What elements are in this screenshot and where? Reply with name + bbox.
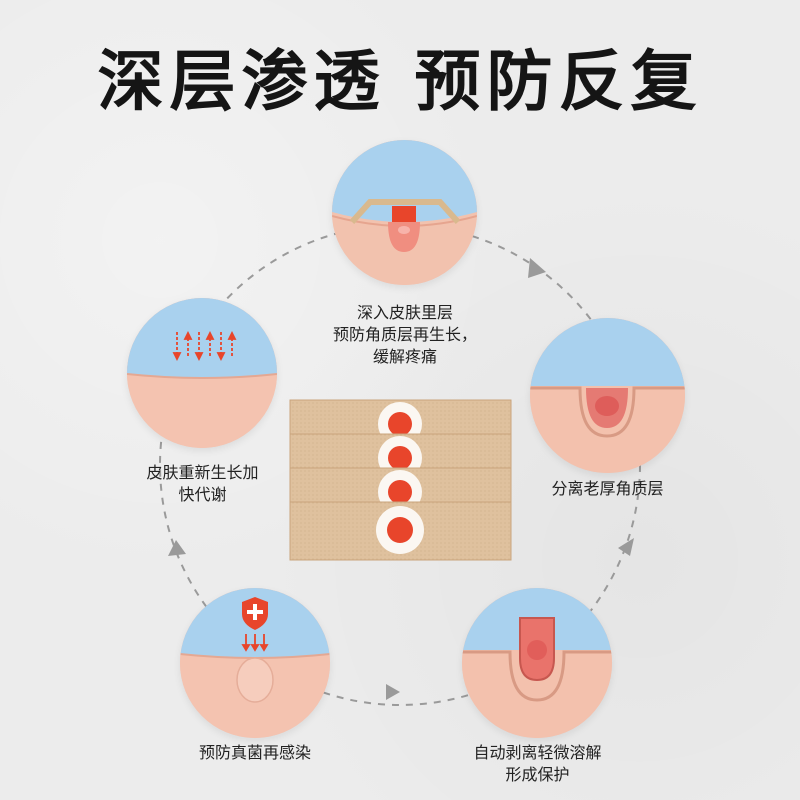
cycle-arrow-icon [618, 538, 634, 556]
step-caption-bottom-left: 预防真菌再感染 [170, 742, 340, 764]
step-circle-bottom-left [180, 588, 330, 738]
caption-line: 皮肤重新生长加 [146, 463, 259, 482]
step-caption-bottom-right: 自动剥离轻微溶解 形成保护 [455, 742, 620, 786]
step-caption-top: 深入皮肤里层 预防角质层再生长， 缓解疼痛 [320, 302, 490, 368]
caption-line: 快代谢 [178, 485, 227, 504]
caption-line: 预防真菌再感染 [198, 743, 311, 762]
step-circle-left [127, 298, 277, 448]
step-caption-right: 分离老厚角质层 [530, 478, 685, 500]
caption-line: 缓解疼痛 [372, 347, 437, 366]
down-up-arrows-icon [172, 330, 237, 362]
cycle-arrow-icon [386, 684, 400, 700]
cycle-arrow-icon [168, 540, 186, 556]
step-circle-bottom-right [462, 588, 612, 738]
cycle-arrow-icon [528, 258, 546, 278]
caption-line: 预防角质层再生长， [332, 325, 477, 344]
step-circle-right [530, 318, 685, 473]
shield-plus-icon [242, 597, 268, 630]
caption-line: 自动剥离轻微溶解 [473, 743, 602, 762]
down-arrows-icon [241, 634, 269, 652]
step-caption-left: 皮肤重新生长加 快代谢 [120, 462, 285, 506]
caption-line: 深入皮肤里层 [356, 303, 453, 322]
step-circle-top [332, 140, 477, 285]
caption-line: 分离老厚角质层 [551, 479, 664, 498]
corn-plaster-stack [288, 398, 513, 567]
page-title: 深层渗透 预防反复 [97, 43, 703, 120]
plaster-strip [289, 501, 512, 561]
caption-line: 形成保护 [505, 765, 570, 784]
